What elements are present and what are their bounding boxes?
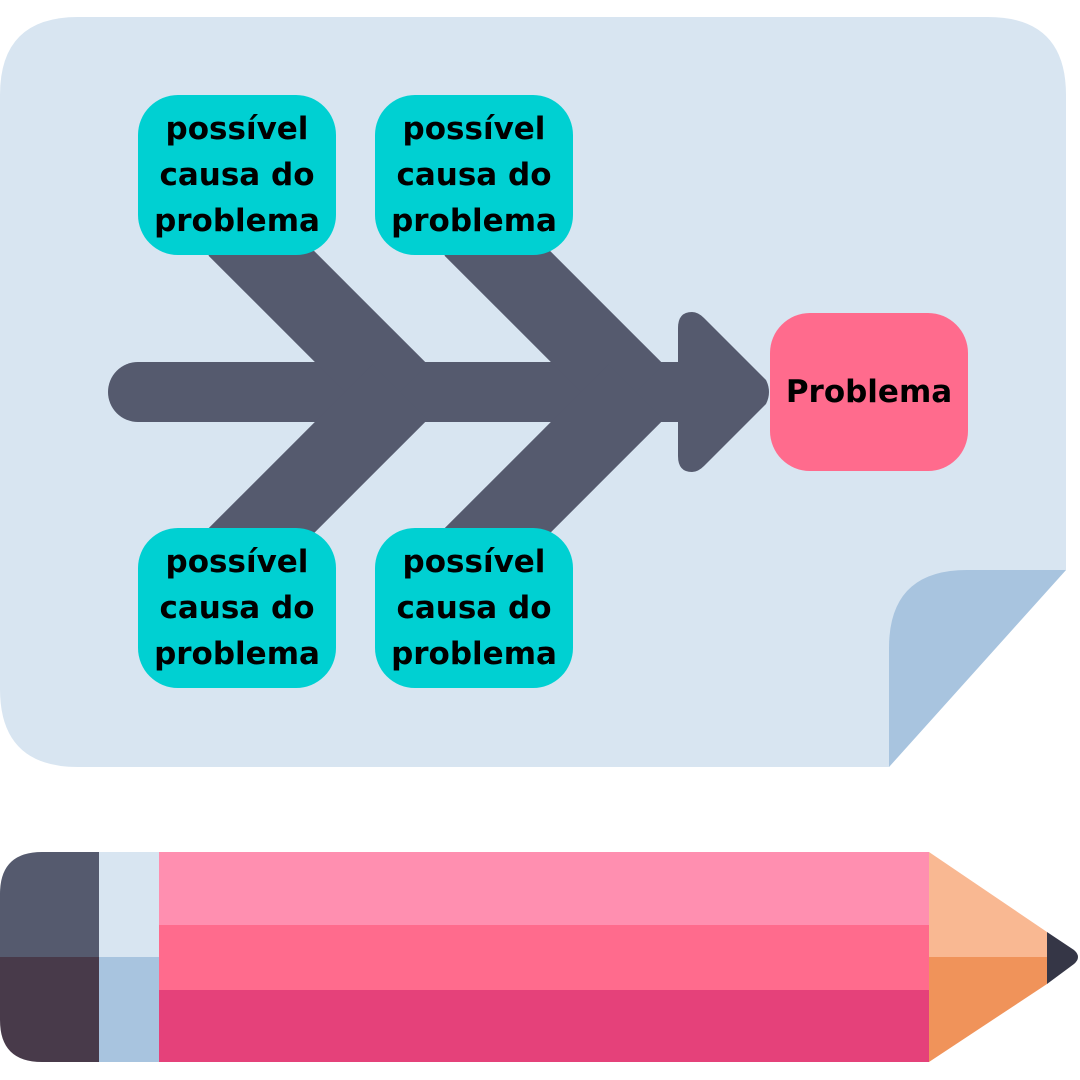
cause-label: possível causa do problema	[154, 111, 320, 239]
pencil-wood-light	[929, 852, 1047, 957]
arrow-head-icon	[678, 312, 769, 472]
pencil-illustration	[0, 852, 1078, 1062]
pencil-lead	[1047, 932, 1078, 984]
bone-upper-2	[444, 200, 664, 420]
pencil-ferrule-bottom	[99, 957, 159, 1062]
pencil-wood-dark	[929, 957, 1047, 1062]
cause-box: possível causa do problema	[375, 95, 573, 255]
pencil-stripe-mid	[159, 925, 929, 990]
cause-box: possível causa do problema	[375, 528, 573, 688]
cause-label: possível causa do problema	[391, 544, 557, 672]
cause-label: possível causa do problema	[154, 544, 320, 672]
paper-fold-corner	[889, 570, 1066, 767]
problem-label: Problema	[785, 374, 953, 410]
cause-box: possível causa do problema	[138, 528, 336, 688]
cause-label: possível causa do problema	[391, 111, 557, 239]
problem-box: Problema	[770, 313, 968, 471]
cause-box: possível causa do problema	[138, 95, 336, 255]
pencil-stripe-light	[159, 852, 929, 925]
pencil-ferrule-top	[99, 852, 159, 957]
pencil-stripe-dark	[159, 990, 929, 1062]
pencil-eraser-bottom	[0, 957, 99, 1062]
pencil-eraser-top	[0, 852, 99, 957]
